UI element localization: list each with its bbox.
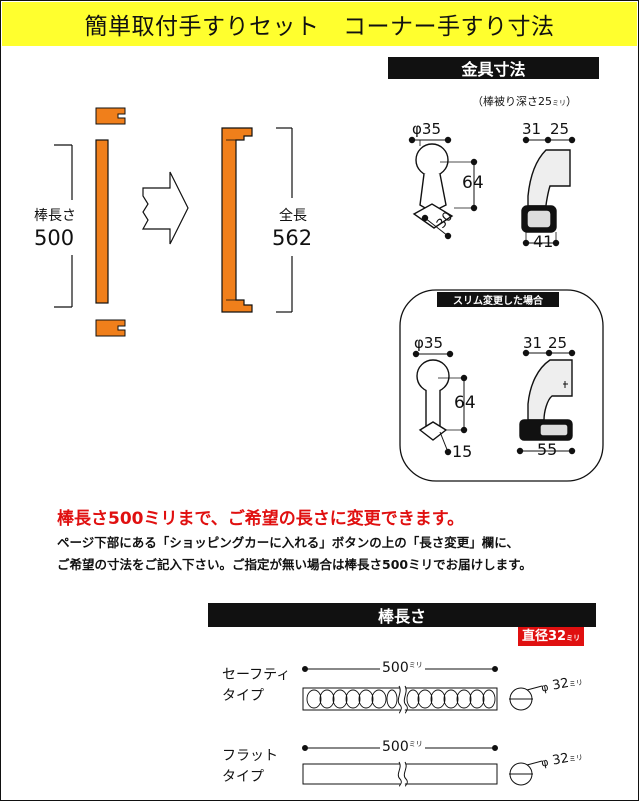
safety-type-diagram xyxy=(302,666,543,714)
handrail-bar xyxy=(95,139,109,304)
side-profile-slim xyxy=(516,349,576,455)
safety-type-name-2: タイプ xyxy=(222,688,264,704)
slim-dim-64: 64 xyxy=(454,393,476,413)
safety-length: 500ミリ xyxy=(380,660,425,676)
slim-dim-25: 25 xyxy=(548,334,568,352)
bar-length-label: 棒長さ xyxy=(34,208,76,224)
fittings-title: 金具寸法 xyxy=(388,57,599,79)
std-dim-31: 31 xyxy=(522,120,542,138)
total-length-value: 562 xyxy=(272,226,313,250)
flat-type-diagram xyxy=(302,745,543,787)
bar-length-value: 500 xyxy=(34,226,75,250)
fittings-note: （棒被り深さ25ミリ） xyxy=(472,95,577,108)
flat-type-name-2: タイプ xyxy=(222,769,264,785)
std-dim-35: φ35 xyxy=(412,120,441,138)
flat-type-name-1: フラット xyxy=(222,748,278,764)
slim-label: スリム変更した場合 xyxy=(437,292,559,307)
mount-diagram-standard xyxy=(408,136,478,240)
page-title: 簡単取付手すりセット コーナー手すり寸法 xyxy=(2,2,637,46)
slim-dim-31: 31 xyxy=(523,334,543,352)
length-change-headline: 棒長さ500ミリまで、ご希望の長さに変更できます。 xyxy=(57,509,465,529)
slim-dim-35: φ35 xyxy=(414,334,443,352)
total-length-bracket xyxy=(276,127,293,313)
mount-diagram-slim xyxy=(412,350,468,456)
end-cap-top xyxy=(95,107,126,125)
arrow-icon xyxy=(141,171,189,245)
instruction-line-1: ページ下部にある「ショッピングカーに入れる」ボタンの上の「長さ変更」欄に、 xyxy=(57,535,519,550)
total-length-label: 全長 xyxy=(279,208,307,224)
end-cap-bottom xyxy=(95,319,126,337)
assembled-handrail xyxy=(221,127,253,313)
std-dim-25: 25 xyxy=(550,120,570,138)
bar-length-title: 棒長さ xyxy=(208,603,596,627)
std-dim-41: 41 xyxy=(533,232,554,251)
slim-dim-15: 15 xyxy=(452,442,473,461)
std-dim-64: 64 xyxy=(462,173,484,193)
diameter-badge: 直径32ミリ xyxy=(518,627,585,646)
side-profile-standard xyxy=(521,136,576,247)
flat-length: 500ミリ xyxy=(380,739,425,755)
instruction-line-2: ご希望の寸法をご記入下さい。ご指定が無い場合は棒長さ500ミリでお届けします。 xyxy=(57,557,532,572)
bar-length-bracket xyxy=(54,144,73,308)
slim-dim-55: 55 xyxy=(537,440,558,459)
safety-type-name-1: セーフティ xyxy=(222,667,291,683)
